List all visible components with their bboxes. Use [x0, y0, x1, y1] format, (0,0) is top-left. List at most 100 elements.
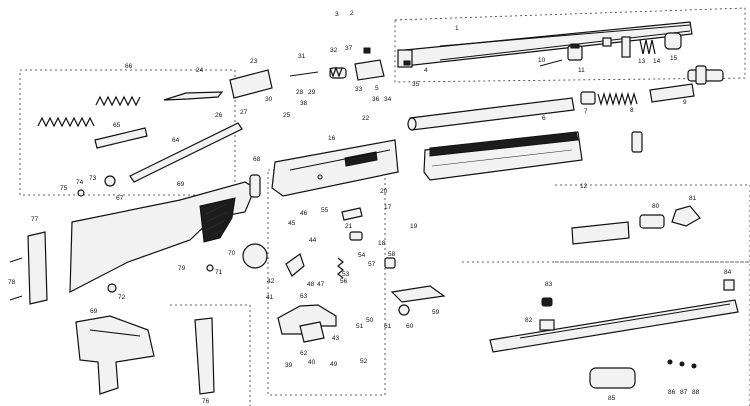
magazine-tube	[407, 97, 575, 131]
barrel-assembly	[397, 21, 693, 68]
label-23: 23	[250, 58, 258, 65]
magazine-spring-parts	[580, 83, 695, 107]
label-17: 17	[384, 204, 392, 211]
label-87: 87	[680, 389, 688, 396]
label-10: 10	[538, 57, 546, 64]
label-63: 63	[300, 293, 308, 300]
label-53: 53	[342, 271, 350, 278]
label-46: 46	[300, 210, 308, 217]
label-34: 34	[384, 96, 392, 103]
label-80: 80	[652, 203, 660, 210]
label-70: 70	[228, 250, 236, 257]
label-36: 36	[372, 96, 380, 103]
label-2: 2	[350, 10, 354, 17]
label-68: 68	[253, 156, 261, 163]
label-83: 83	[545, 281, 553, 288]
label-49: 49	[330, 361, 338, 368]
label-16: 16	[328, 135, 336, 142]
label-56: 56	[340, 278, 348, 285]
label-69b: 69	[90, 308, 98, 315]
label-18: 18	[378, 240, 386, 247]
label-14: 14	[653, 58, 661, 65]
label-50: 50	[366, 317, 374, 324]
label-78: 78	[8, 279, 16, 286]
label-44: 44	[309, 237, 317, 244]
label-72: 72	[118, 294, 126, 301]
label-82: 82	[525, 317, 533, 324]
label-22: 22	[362, 115, 370, 122]
label-57: 57	[368, 261, 376, 268]
label-24: 24	[196, 67, 204, 74]
label-28: 28	[296, 89, 304, 96]
label-1: 1	[455, 25, 459, 32]
pistol-grip-stock	[75, 315, 215, 395]
label-25: 25	[283, 112, 291, 119]
label-30: 30	[265, 96, 273, 103]
label-86: 86	[668, 389, 676, 396]
label-42: 42	[267, 278, 275, 285]
label-76: 76	[202, 398, 210, 405]
label-26: 26	[215, 112, 223, 119]
forend	[423, 131, 643, 181]
label-43: 43	[332, 335, 340, 342]
label-77: 77	[31, 216, 39, 223]
label-85: 85	[608, 395, 616, 402]
label-65: 65	[113, 122, 121, 129]
label-39: 39	[285, 362, 293, 369]
screws-pins	[9, 243, 268, 301]
label-41: 41	[266, 294, 274, 301]
label-58: 58	[388, 251, 396, 258]
label-15: 15	[670, 55, 678, 62]
label-84: 84	[724, 269, 732, 276]
label-47: 47	[317, 281, 325, 288]
label-32: 32	[330, 47, 338, 54]
label-11: 11	[578, 67, 585, 74]
label-59: 59	[432, 309, 440, 316]
label-62: 62	[300, 350, 308, 357]
recoil-parts	[37, 91, 243, 183]
label-3: 3	[335, 11, 339, 18]
inset-barrel-2	[489, 279, 739, 389]
label-37: 37	[345, 45, 353, 52]
label-20: 20	[380, 188, 388, 195]
label-6: 6	[542, 115, 546, 122]
label-79: 79	[178, 265, 186, 272]
label-48: 48	[307, 281, 315, 288]
label-73: 73	[89, 175, 97, 182]
label-38: 38	[300, 100, 308, 107]
trigger-group	[277, 207, 446, 343]
label-31: 31	[298, 53, 306, 60]
label-5: 5	[375, 85, 379, 92]
label-51: 51	[356, 323, 364, 330]
label-74: 74	[76, 179, 84, 186]
label-27: 27	[240, 109, 248, 116]
label-71: 71	[215, 269, 223, 276]
label-13: 13	[638, 58, 646, 65]
label-33: 33	[355, 86, 363, 93]
label-52: 52	[360, 358, 368, 365]
label-4: 4	[424, 67, 428, 74]
label-60: 60	[406, 323, 414, 330]
label-12: 12	[580, 183, 588, 190]
label-35: 35	[412, 81, 420, 88]
label-67: 67	[116, 195, 124, 202]
label-19: 19	[410, 223, 418, 230]
receiver	[271, 139, 399, 197]
gas-system-parts	[539, 32, 724, 85]
label-8: 8	[630, 107, 634, 114]
bolt-parts	[229, 47, 385, 99]
label-45: 45	[288, 220, 296, 227]
label-7: 7	[584, 108, 588, 115]
label-29: 29	[308, 89, 316, 96]
label-64: 64	[172, 137, 180, 144]
label-54: 54	[358, 252, 366, 259]
label-75: 75	[60, 185, 68, 192]
label-66: 66	[125, 63, 133, 70]
label-55: 55	[321, 207, 329, 214]
buttstock	[27, 174, 261, 305]
label-21: 21	[345, 223, 353, 230]
label-88: 88	[692, 389, 700, 396]
label-61: 61	[384, 323, 392, 330]
